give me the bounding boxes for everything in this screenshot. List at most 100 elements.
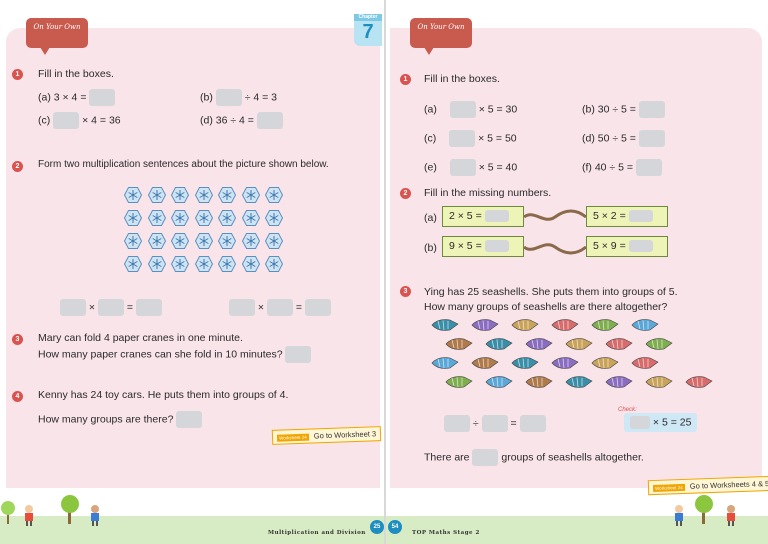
answer-box[interactable]: [60, 299, 86, 316]
question-number: 1: [12, 69, 23, 80]
seashell-icon: [444, 375, 474, 389]
snowflake-icon: [264, 256, 284, 272]
answer-box[interactable]: [628, 240, 653, 253]
q1e: (e) × 5 = 40: [424, 159, 517, 176]
answer-box[interactable]: [444, 415, 470, 432]
q1-instruction: Fill in the boxes.: [38, 68, 114, 80]
answer-box[interactable]: [176, 411, 203, 428]
answer-box[interactable]: [638, 101, 665, 118]
answer-box[interactable]: [449, 101, 476, 118]
q1f: (f) 40 ÷ 5 =: [582, 159, 662, 176]
q2a-left-text: 2 × 5 =: [449, 210, 482, 222]
snowflake-icon: [170, 256, 190, 272]
seashells-picture: [430, 318, 720, 400]
snowflake-icon: [241, 233, 260, 249]
times-sign: ×: [257, 301, 265, 314]
page-number: 25: [370, 520, 384, 534]
answer-box[interactable]: [484, 240, 509, 253]
answer-box[interactable]: [628, 210, 653, 223]
chapter-tab-label: Chapter: [354, 14, 382, 21]
answer-box[interactable]: [97, 299, 124, 316]
seashell-icon: [510, 356, 540, 370]
q2b-label: (b): [424, 242, 437, 254]
on-your-own-badge: On Your Own: [26, 18, 88, 55]
answer-box[interactable]: [638, 130, 665, 147]
q1c: (c) × 5 = 50: [424, 130, 517, 147]
answer-box[interactable]: [630, 416, 650, 429]
seashell-icon: [484, 337, 514, 351]
answer-box[interactable]: [215, 89, 242, 106]
book-gutter: [384, 0, 386, 544]
question-number: 3: [12, 334, 23, 345]
answer-box[interactable]: [635, 159, 662, 176]
snowflake-icon: [217, 187, 237, 203]
q1c-label: (c): [38, 114, 51, 127]
worksheet-link[interactable]: Worksheet 24 Go to Worksheets 4 & 5: [647, 475, 768, 496]
right-page: On Your Own 1 Fill in the boxes. (a) × 5…: [386, 0, 768, 544]
answer-post: groups of seashells altogether.: [501, 451, 644, 464]
snowflake-icon: [123, 187, 143, 203]
q2a-left-strip: 2 × 5 =: [442, 206, 524, 227]
child-illustration: [25, 505, 33, 526]
tree-icon: [1, 501, 15, 524]
snowflake-icon: [123, 210, 143, 226]
q1f-text: (f) 40 ÷ 5 =: [582, 161, 633, 174]
snowflake-icon: [241, 210, 260, 226]
division-sentence: ÷ =: [444, 415, 546, 432]
snowflake-picture: [123, 187, 294, 275]
footer-title: TOP Maths Stage 2: [412, 530, 480, 536]
seashell-icon: [430, 356, 460, 370]
child-illustration: [91, 505, 99, 526]
seashell-icon: [524, 337, 554, 351]
snowflake-icon: [194, 256, 213, 272]
q1c-text: × 5 = 50: [478, 132, 517, 145]
q2b-right-text: 5 × 9 =: [593, 240, 626, 252]
answer-box[interactable]: [285, 346, 312, 363]
answer-box[interactable]: [484, 210, 509, 223]
question-number: 2: [12, 161, 23, 172]
equals-sign: =: [295, 301, 303, 314]
q1d-text: (d) 50 ÷ 5 =: [582, 132, 636, 145]
answer-box[interactable]: [472, 449, 499, 466]
question-number: 1: [400, 74, 411, 85]
q1a: (a) 3 × 4 =: [38, 89, 116, 106]
answer-box[interactable]: [266, 299, 293, 316]
q1a-label: (a): [424, 103, 437, 116]
answer-box[interactable]: [304, 299, 331, 316]
question-number: 3: [400, 286, 411, 297]
answer-box[interactable]: [519, 415, 546, 432]
snowflake-icon: [170, 187, 190, 203]
seashell-icon: [604, 337, 634, 351]
q3-line1: Mary can fold 4 paper cranes in one minu…: [38, 332, 243, 344]
answer-box[interactable]: [481, 415, 508, 432]
seashell-icon: [484, 375, 514, 389]
q2-instruction: Form two multiplication sentences about …: [38, 159, 329, 170]
q3-question: How many paper cranes can she fold in 10…: [38, 348, 283, 361]
answer-box[interactable]: [135, 299, 162, 316]
answer-box[interactable]: [449, 130, 476, 147]
answer-box[interactable]: [256, 112, 283, 129]
check-text: × 5 = 25: [652, 416, 692, 429]
q1b-text: (b) 30 ÷ 5 =: [582, 103, 636, 116]
answer-box[interactable]: [229, 299, 255, 316]
seashell-icon: [630, 318, 660, 332]
divide-sign: ÷: [472, 417, 479, 430]
q4-line2: How many groups are there?: [38, 411, 203, 428]
q2b-left-strip: 9 × 5 =: [442, 236, 524, 257]
q1b: (b) 30 ÷ 5 =: [582, 101, 665, 118]
snowflake-icon: [147, 210, 166, 226]
worksheet-text: Go to Worksheet 3: [313, 429, 377, 441]
tree-icon: [61, 495, 79, 524]
q1c: (c) × 4 = 36: [38, 112, 121, 129]
snowflake-icon: [147, 233, 166, 249]
q3-line1: Ying has 25 seashells. She puts them int…: [424, 286, 678, 298]
seashell-icon: [470, 318, 500, 332]
snowflake-icon: [264, 187, 284, 203]
answer-box[interactable]: [53, 112, 80, 129]
snowflake-icon: [217, 210, 237, 226]
seashell-icon: [470, 356, 500, 370]
answer-box[interactable]: [89, 89, 116, 106]
answer-box[interactable]: [449, 159, 476, 176]
question-number: 4: [12, 391, 23, 402]
seashell-icon: [684, 375, 714, 389]
